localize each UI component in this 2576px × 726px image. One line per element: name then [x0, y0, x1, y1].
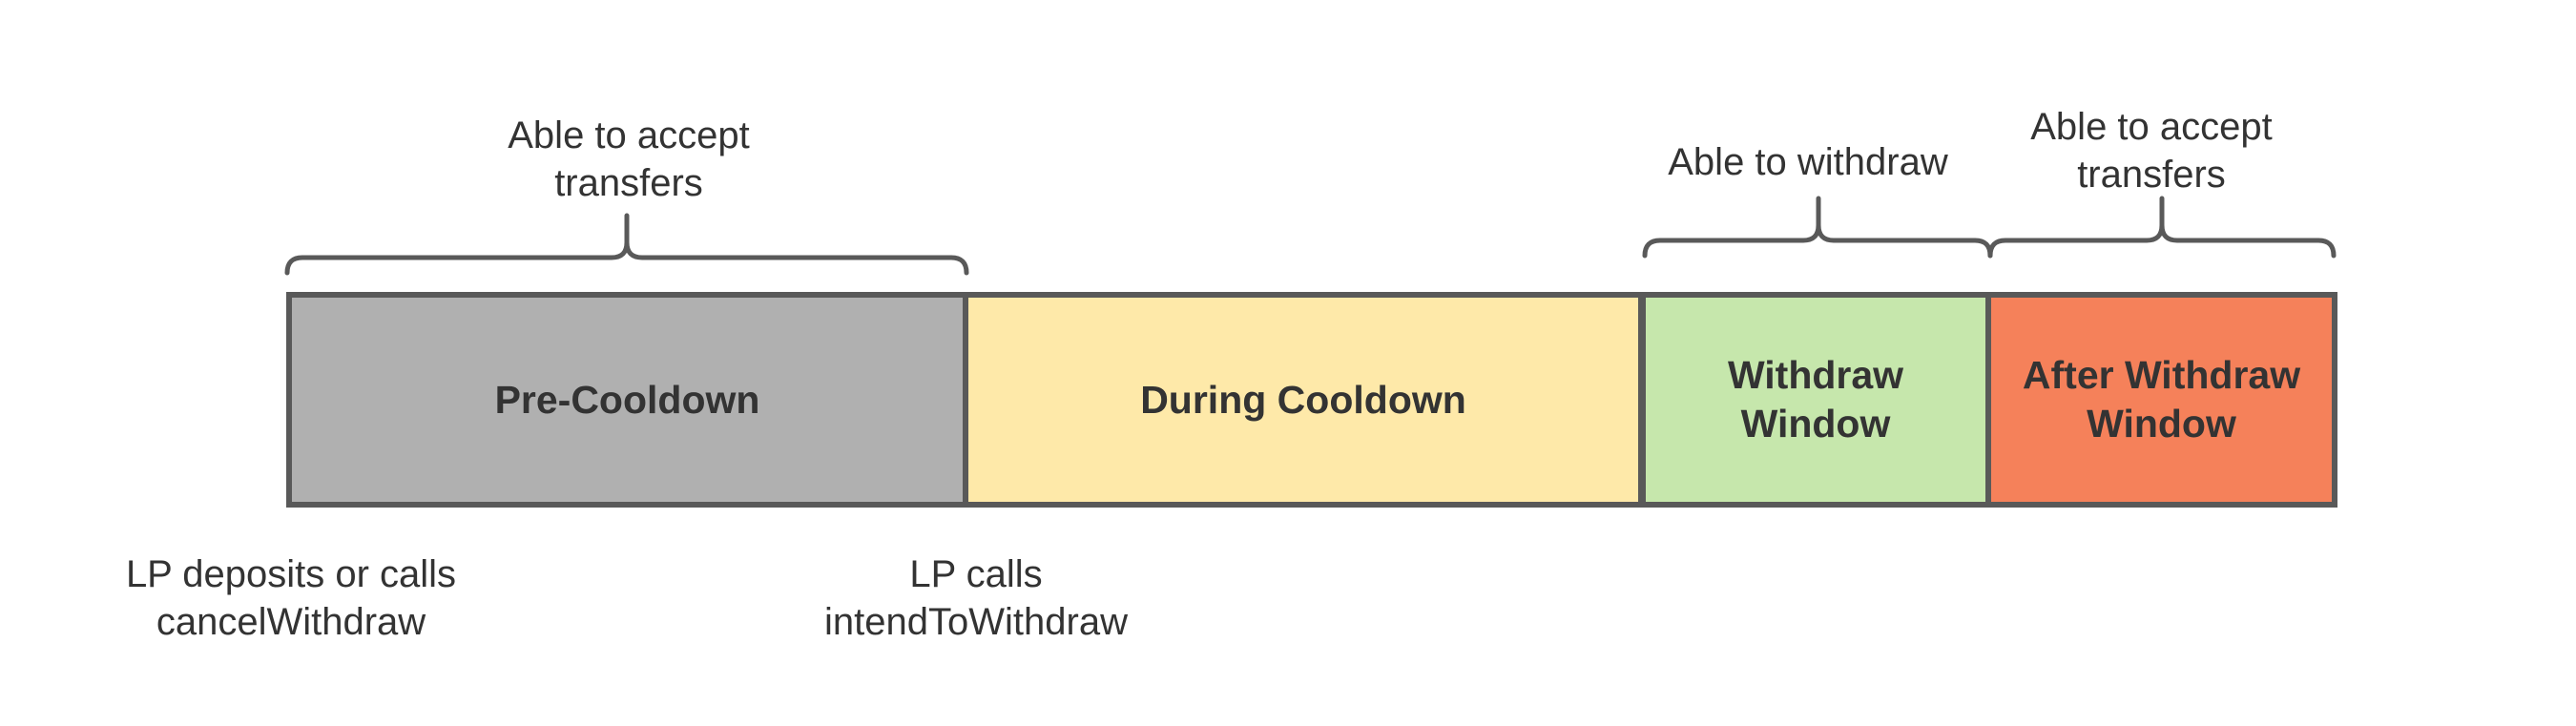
pre-cooldown-brace-label: Able to accept transfers: [508, 114, 750, 204]
after-withdraw-brace-label: Able to accept transfers: [2030, 106, 2273, 196]
after-withdraw-window-segment: After Withdraw Window: [1988, 292, 2337, 508]
lp-intend-event-label: LP calls intendToWithdraw: [824, 553, 1128, 643]
during-cooldown-label: During Cooldown: [1140, 377, 1466, 422]
withdraw-window-segment: Withdraw Window: [1643, 292, 1991, 508]
pre-cooldown-label: Pre-Cooldown: [494, 377, 760, 422]
withdraw-window-label: Withdraw Window: [1727, 353, 1904, 446]
during-cooldown-segment: During Cooldown: [966, 292, 1644, 508]
lp-deposits-event-label: LP deposits or calls cancelWithdraw: [125, 553, 457, 643]
after-withdraw-window-label: After Withdraw Window: [2022, 353, 2301, 446]
withdraw-window-brace-label: Able to withdraw: [1668, 141, 1948, 183]
pre-cooldown-segment: Pre-Cooldown: [286, 292, 968, 508]
